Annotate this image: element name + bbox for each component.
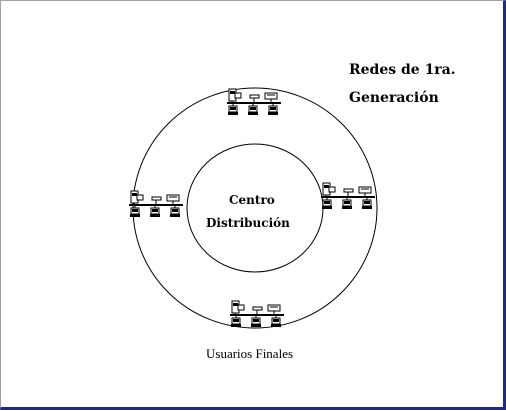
inner-ring — [186, 143, 324, 273]
center-label-line-1: Centro — [229, 193, 275, 207]
outer-ring — [132, 87, 378, 329]
top-lan-cluster — [226, 88, 282, 116]
center-label-line-2: Distribución — [206, 216, 290, 230]
title-line-2: Generación — [349, 90, 439, 106]
title-line-1: Redes de 1ra. — [349, 62, 456, 78]
end-users-caption: Usuarios Finales — [206, 346, 294, 361]
right-lan-cluster — [320, 182, 376, 210]
bottom-lan-cluster — [229, 300, 285, 328]
left-lan-cluster — [128, 190, 184, 218]
